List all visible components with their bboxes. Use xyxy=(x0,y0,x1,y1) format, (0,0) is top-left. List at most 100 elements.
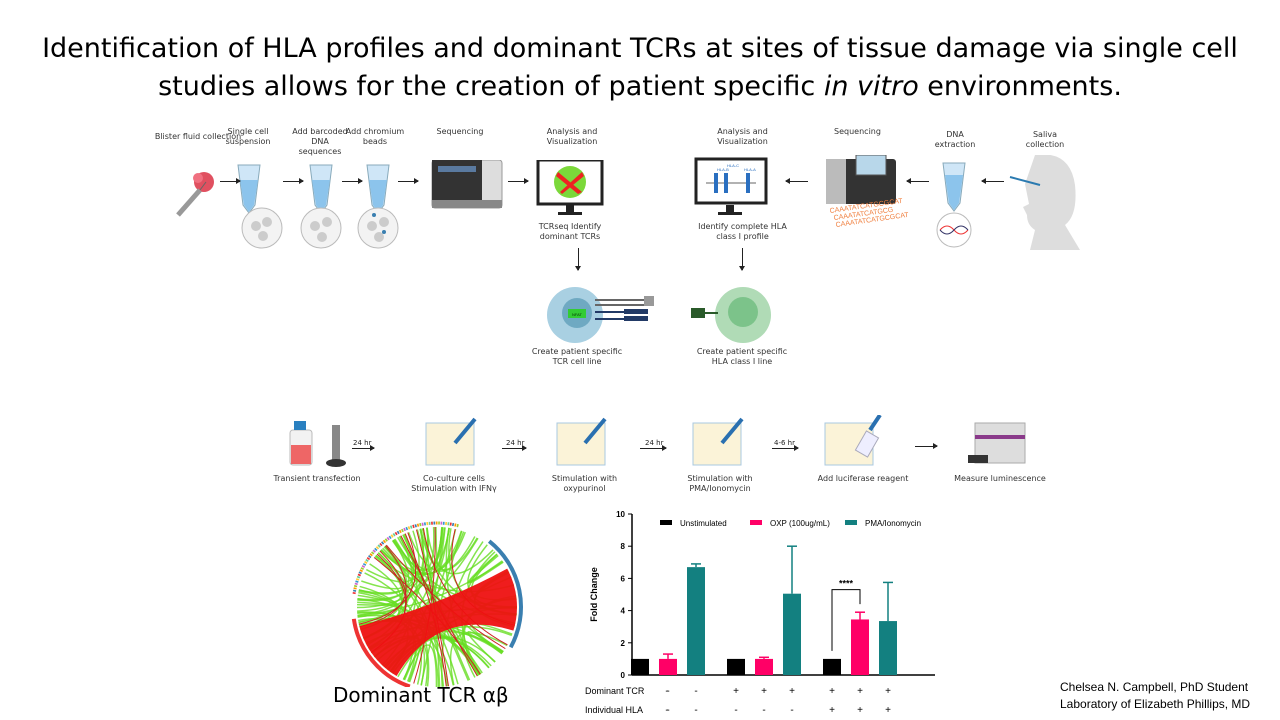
condition-value: + xyxy=(885,705,891,716)
condition-label: Individual HLA xyxy=(585,705,643,715)
sequencer-icon: CAAATATCATGCGCAT CAAATATCATGCG CAAATATCA… xyxy=(826,155,910,229)
y-tick-label: 6 xyxy=(621,574,626,583)
arrow-icon xyxy=(772,448,798,449)
chord-segment xyxy=(358,576,359,578)
y-axis-label: Fold Change xyxy=(589,567,599,622)
electroporator-icon xyxy=(326,425,346,467)
step-label: Stimulation with oxypurinol xyxy=(547,474,622,494)
chord-diagram xyxy=(345,512,530,687)
chord-segment xyxy=(359,574,360,576)
hla-cell-icon xyxy=(688,285,788,345)
y-tick-label: 4 xyxy=(621,607,626,616)
chord-segment xyxy=(400,531,402,532)
arrow-icon xyxy=(982,181,1004,182)
chord-segment xyxy=(402,530,404,531)
chord-segment xyxy=(384,541,385,542)
interval-label: 24 hr xyxy=(645,439,663,447)
chord-segment xyxy=(375,549,376,550)
bar xyxy=(879,621,897,675)
step-label: DNA extraction xyxy=(930,130,980,150)
bar-chart: 0246810Fold ChangeUnstimulatedOXP (100ug… xyxy=(570,500,950,720)
condition-value: + xyxy=(829,705,835,716)
arrow-down-icon xyxy=(742,248,743,270)
chord-segment xyxy=(357,581,358,583)
tube-icon xyxy=(937,163,971,247)
interval-label: 4-6 hr xyxy=(774,439,795,447)
condition-label: Dominant TCR xyxy=(585,686,645,696)
bar xyxy=(687,567,705,675)
arrow-icon xyxy=(907,181,929,182)
title-text: studies allows for the creation of patie… xyxy=(158,71,824,102)
monitor-icon: HLA-BHLA-CHLA-A xyxy=(696,159,766,215)
arrow-icon xyxy=(352,448,374,449)
slide-title: Identification of HLA profiles and domin… xyxy=(40,30,1240,106)
condition-value: - xyxy=(694,705,697,716)
step-label: Sequencing xyxy=(815,127,900,137)
chord-segment xyxy=(393,534,394,535)
condition-value: + xyxy=(857,686,863,697)
chord-segment xyxy=(360,572,361,574)
tube-icon xyxy=(238,165,282,248)
arrow-icon xyxy=(508,181,528,182)
condition-value: - xyxy=(666,686,669,697)
bar xyxy=(783,594,801,675)
tube-icon xyxy=(358,165,398,248)
step-label: Transient transfection xyxy=(272,474,362,484)
interval-label: 24 hr xyxy=(506,439,524,447)
arrow-icon xyxy=(283,181,303,182)
chord-segment xyxy=(365,562,366,563)
legend-label: PMA/Ionomycin xyxy=(865,519,921,528)
condition-value: - xyxy=(762,705,765,716)
y-tick-label: 10 xyxy=(616,510,625,519)
title-line-2: studies allows for the creation of patie… xyxy=(40,68,1240,106)
condition-value: + xyxy=(789,686,795,697)
tube-icon xyxy=(301,165,341,248)
step-label: Co-culture cells Stimulation with IFNγ xyxy=(404,474,504,494)
step-label: Saliva collection xyxy=(1020,130,1070,150)
chord-segment xyxy=(363,566,364,567)
chord-segment xyxy=(377,547,378,548)
arrow-icon xyxy=(398,181,418,182)
chord-segment xyxy=(374,551,375,552)
tcr-analysis-caption: TCRseq Identify dominant TCRs xyxy=(520,222,620,242)
hla-result-label: Create patient specific HLA class I line xyxy=(692,347,792,367)
bar xyxy=(631,659,649,675)
arrow-icon xyxy=(915,446,937,447)
nfat-label: NFAT xyxy=(572,312,582,317)
gene-label: HLA-A xyxy=(744,167,756,172)
significance-label: **** xyxy=(839,578,854,588)
chord-segment xyxy=(391,536,392,537)
condition-value: + xyxy=(857,705,863,716)
chord-segment xyxy=(372,552,373,553)
legend-label: OXP (100ug/mL) xyxy=(770,519,830,528)
step-label: Add luciferase reagent xyxy=(813,474,913,484)
title-line-1: Identification of HLA profiles and domin… xyxy=(40,30,1240,68)
monitor-icon xyxy=(538,160,602,215)
condition-value: + xyxy=(761,686,767,697)
condition-value: - xyxy=(694,686,697,697)
step-label: Single cell suspension xyxy=(218,127,278,147)
chord-segment xyxy=(404,529,406,530)
legend-swatch xyxy=(845,520,857,525)
chord-segment xyxy=(389,537,390,538)
well-plate-icon xyxy=(557,419,605,465)
person-icon xyxy=(1010,155,1080,250)
arrow-icon xyxy=(502,448,526,449)
step-label: Add chromium beads xyxy=(345,127,405,147)
y-tick-label: 2 xyxy=(621,639,626,648)
step-label: Add barcoded DNA sequences xyxy=(290,127,350,157)
chord-segment xyxy=(364,564,365,565)
well-plate-icon xyxy=(825,415,880,465)
legend-swatch xyxy=(750,520,762,525)
well-plate-icon xyxy=(693,419,742,465)
chord-segment xyxy=(380,544,381,545)
chord-segment xyxy=(367,560,368,561)
bar xyxy=(851,619,869,675)
tcr-result-label: Create patient specific TCR cell line xyxy=(527,347,627,367)
condition-value: - xyxy=(666,705,669,716)
well-plate-icon xyxy=(426,419,475,465)
condition-value: + xyxy=(733,686,739,697)
gene-label: HLA-C xyxy=(727,163,739,168)
title-text-end: environments. xyxy=(919,71,1122,102)
arrow-icon xyxy=(640,448,666,449)
